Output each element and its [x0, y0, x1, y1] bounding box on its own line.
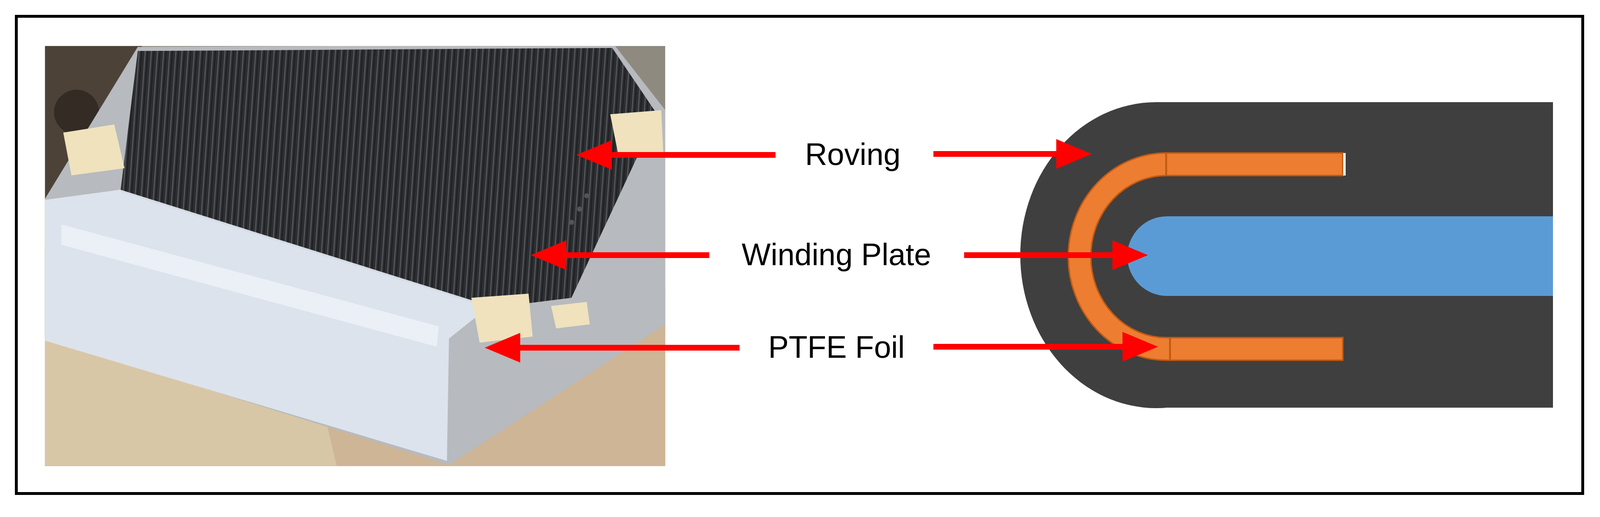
leader-arrows: [484, 139, 1159, 363]
part-label: PTFE Foil: [765, 330, 908, 366]
part-label: Roving: [801, 137, 904, 173]
frame: [16, 16, 1583, 494]
part-label: Winding Plate: [739, 237, 935, 274]
